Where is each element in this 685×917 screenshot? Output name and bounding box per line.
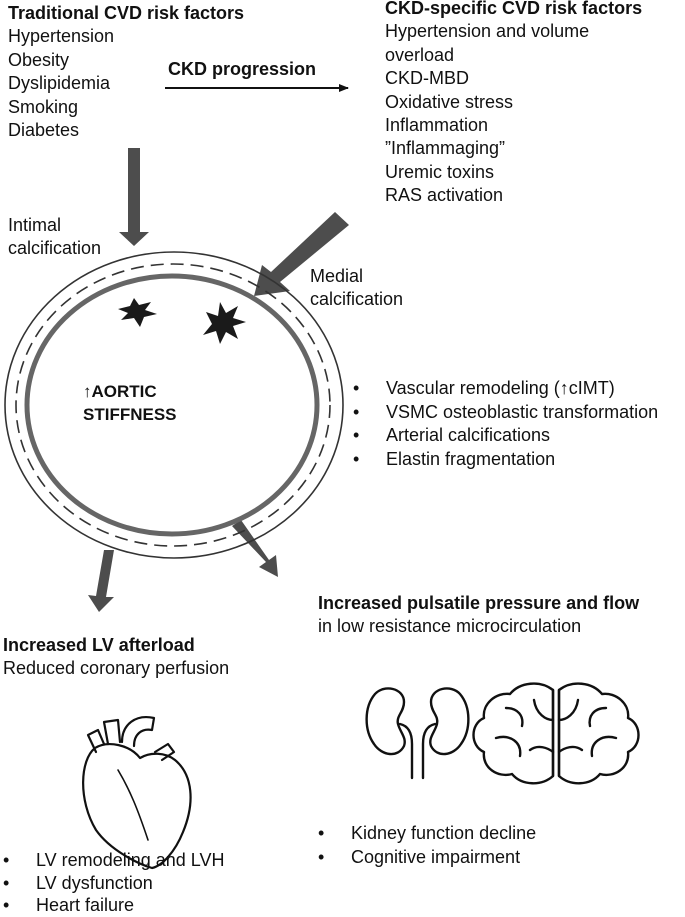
pulsatile-subtitle: in low resistance microcirculation: [318, 616, 582, 637]
list-item: Cognitive impairment: [318, 845, 536, 869]
list-item: Kidney function decline: [318, 821, 536, 845]
lv-afterload-arrow: [88, 550, 114, 612]
heart-outcomes-list: LV remodeling and LVH LV dysfunction Hea…: [3, 849, 224, 917]
list-item: VSMC osteoblastic transformation: [353, 401, 658, 425]
pulsatile-title: Increased pulsatile pressure and flow: [318, 593, 640, 613]
ckd-specific-item: Uremic toxins: [385, 161, 495, 182]
list-item: Vascular remodeling (↑cIMT): [353, 377, 658, 401]
kidney-icon: [365, 687, 470, 780]
ckd-progression-label: CKD progression: [168, 59, 317, 79]
ckd-specific-item: CKD-MBD: [385, 68, 469, 89]
ckd-specific-item: overload: [385, 44, 455, 65]
intimal-line: Intimal: [8, 215, 62, 235]
traditional-item: Hypertension: [8, 26, 115, 47]
intimal-calcification-label: Intimal calcification: [8, 214, 101, 261]
pulsatile-pressure-block: Increased pulsatile pressure and flow in…: [318, 592, 639, 639]
traditional-item: Smoking: [8, 96, 79, 117]
lv-afterload-block: Increased LV afterload Reduced coronary …: [3, 634, 229, 681]
ckd-specific-title: CKD-specific CVD risk factors: [385, 0, 643, 18]
ckd-specific-item: Inflammation: [385, 115, 489, 136]
heart-icon: [82, 716, 192, 870]
ckd-specific-item: RAS activation: [385, 185, 504, 206]
calcification-spot: [203, 302, 246, 344]
calcification-spot: [118, 298, 157, 327]
ckd-specific-item: Hypertension and volume: [385, 21, 590, 42]
organ-outcomes-list: Kidney function decline Cognitive impair…: [318, 821, 536, 869]
brain-icon: [472, 682, 640, 785]
pulsatile-arrow: [232, 520, 278, 577]
aortic-line: STIFFNESS: [83, 405, 177, 424]
list-item: Elastin fragmentation: [353, 448, 658, 472]
aortic-line: ↑AORTIC: [83, 382, 157, 401]
ckd-specific-risk-factors: CKD-specific CVD risk factors Hypertensi…: [385, 0, 642, 208]
medial-calcification-label: Medial calcification: [310, 265, 403, 312]
list-item: LV dysfunction: [3, 872, 224, 895]
list-item: Arterial calcifications: [353, 424, 658, 448]
lv-subtitle: Reduced coronary perfusion: [3, 658, 230, 679]
medial-line: calcification: [310, 289, 404, 310]
stiffness-mechanisms-list: Vascular remodeling (↑cIMT) VSMC osteobl…: [353, 377, 658, 471]
lv-title: Increased LV afterload: [3, 635, 195, 655]
traditional-title: Traditional CVD risk factors: [8, 3, 245, 23]
aorta-cross-section: [4, 251, 344, 559]
traditional-item: Obesity: [8, 49, 70, 70]
list-item: LV remodeling and LVH: [3, 849, 224, 872]
aortic-stiffness-label: ↑AORTIC STIFFNESS: [83, 380, 177, 426]
traditional-risk-factors: Traditional CVD risk factors Hypertensio…: [8, 2, 244, 142]
intimal-arrow: [119, 148, 149, 246]
medial-arrow: [254, 212, 349, 296]
list-item: Heart failure: [3, 894, 224, 917]
ckd-specific-item: Oxidative stress: [385, 91, 514, 112]
ckd-specific-item: ”Inflammaging”: [385, 138, 506, 159]
medial-line: Medial: [310, 266, 364, 286]
traditional-item: Dyslipidemia: [8, 73, 111, 94]
traditional-item: Diabetes: [8, 120, 80, 141]
intimal-line: calcification: [8, 238, 102, 259]
